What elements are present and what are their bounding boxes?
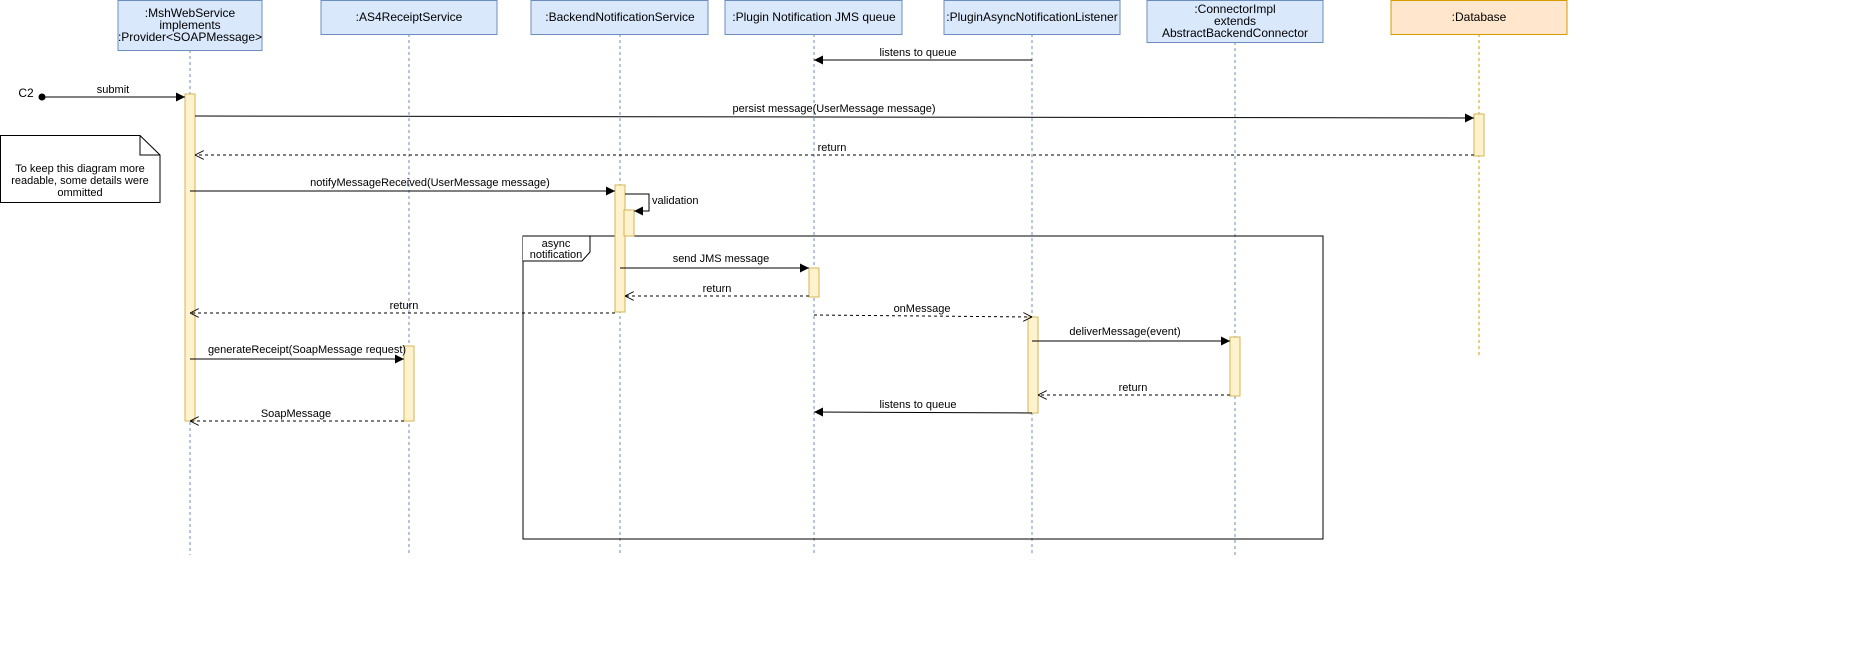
note-fold	[139, 135, 160, 156]
message-arrow-validation	[625, 193, 650, 216]
message-label-validation: validation	[652, 195, 698, 207]
message-arrow-listens-to-queue-2	[813, 407, 1033, 417]
participant-box-conn	[1146, 0, 1324, 43]
participant-label-conn: AbstractBackendConnector	[1162, 26, 1308, 40]
actor-label: C2	[18, 86, 34, 100]
participant-jms: :Plugin Notification JMS queue	[724, 0, 903, 35]
participant-label-conn: :ConnectorImpl	[1194, 2, 1275, 16]
message-listens-to-queue-2: listens to queue	[813, 399, 1033, 417]
participant-box-msh	[117, 0, 263, 51]
message-label-send-jms-message: send JMS message	[673, 253, 770, 265]
fragment-label: notification	[530, 249, 583, 261]
participant-db: :Database	[1390, 0, 1568, 35]
message-persist-message: persist message(UserMessage message)	[194, 103, 1475, 123]
message-label-deliver-message: deliverMessage(event)	[1069, 326, 1180, 338]
message-label-return-db: return	[818, 142, 847, 154]
participant-label-msh: :Provider<SOAPMessage>	[118, 30, 262, 44]
participant-as4: :AS4ReceiptService	[320, 0, 498, 35]
message-label-listens-to-queue-1: listens to queue	[879, 47, 956, 59]
message-generate-receipt: generateReceipt(SoapMessage request)	[190, 344, 406, 364]
participant-label-as4: :AS4ReceiptService	[356, 10, 463, 24]
message-label-listens-to-queue-2: listens to queue	[879, 399, 956, 411]
participant-label-plugin: :PluginAsyncNotificationListener	[946, 10, 1117, 24]
participant-label-conn: extends	[1214, 14, 1256, 28]
message-return-jms: return	[625, 283, 809, 296]
note-text: readable, some details were	[11, 175, 149, 187]
activation-msh	[184, 93, 196, 422]
message-return-connector: return	[1038, 382, 1230, 395]
participant-box-db	[1390, 0, 1568, 35]
message-return-backend: return	[190, 300, 615, 313]
note-text: ommitted	[57, 187, 102, 199]
message-label-on-message: onMessage	[894, 303, 951, 315]
participant-conn: :ConnectorImplextendsAbstractBackendConn…	[1146, 0, 1324, 43]
activation-plugin	[1027, 316, 1039, 414]
participant-label-msh: :MshWebService	[145, 6, 236, 20]
fragment-label: async	[542, 238, 571, 250]
message-label-submit: submit	[97, 84, 129, 96]
message-send-jms-message: send JMS message	[620, 253, 809, 273]
participant-label-db: :Database	[1452, 10, 1507, 24]
message-arrow-persist-message	[194, 113, 1475, 123]
participant-box-backend	[530, 0, 709, 35]
message-label-return-backend: return	[390, 300, 419, 312]
participant-label-msh: implements	[159, 18, 220, 32]
actor-dot	[38, 93, 46, 101]
activation-db	[1473, 113, 1485, 157]
message-arrow-on-message	[813, 315, 1032, 317]
participant-msh: :MshWebServiceimplements:Provider<SOAPMe…	[117, 0, 263, 51]
message-label-notify-message-received: notifyMessageReceived(UserMessage messag…	[310, 177, 550, 189]
participant-plugin: :PluginAsyncNotificationListener	[943, 0, 1121, 35]
message-listens-to-queue-1: listens to queue	[814, 47, 1032, 65]
message-label-soap-message: SoapMessage	[261, 408, 331, 420]
activation-as4	[403, 345, 415, 422]
message-label-return-jms: return	[703, 283, 732, 295]
message-return-db: return	[195, 142, 1474, 155]
note-shape	[0, 135, 161, 203]
activation-jms	[808, 267, 820, 298]
message-notify-message-received: notifyMessageReceived(UserMessage messag…	[190, 177, 615, 196]
participant-box-plugin	[943, 0, 1121, 35]
message-soap-message: SoapMessage	[190, 408, 404, 421]
fragment-frame	[522, 235, 1324, 540]
message-submit: submit	[42, 84, 185, 102]
note-text: To keep this diagram more	[15, 163, 145, 175]
participant-label-jms: :Plugin Notification JMS queue	[732, 10, 896, 24]
activation-backend-2	[623, 209, 635, 237]
message-label-generate-receipt: generateReceipt(SoapMessage request)	[208, 344, 406, 356]
activation-conn	[1229, 336, 1241, 397]
message-validation: validation	[625, 193, 698, 216]
participant-box-jms	[724, 0, 903, 35]
participant-label-backend: :BackendNotificationService	[545, 10, 695, 24]
message-label-return-connector: return	[1119, 382, 1148, 394]
fragment-tag	[523, 235, 591, 262]
message-on-message: onMessage	[813, 303, 1032, 317]
actor-c2: C2	[18, 86, 46, 101]
participant-backend: :BackendNotificationService	[530, 0, 709, 35]
participant-box-as4	[320, 0, 498, 35]
message-label-persist-message: persist message(UserMessage message)	[733, 103, 936, 115]
message-deliver-message: deliverMessage(event)	[1032, 326, 1230, 346]
activation-backend	[614, 184, 626, 313]
